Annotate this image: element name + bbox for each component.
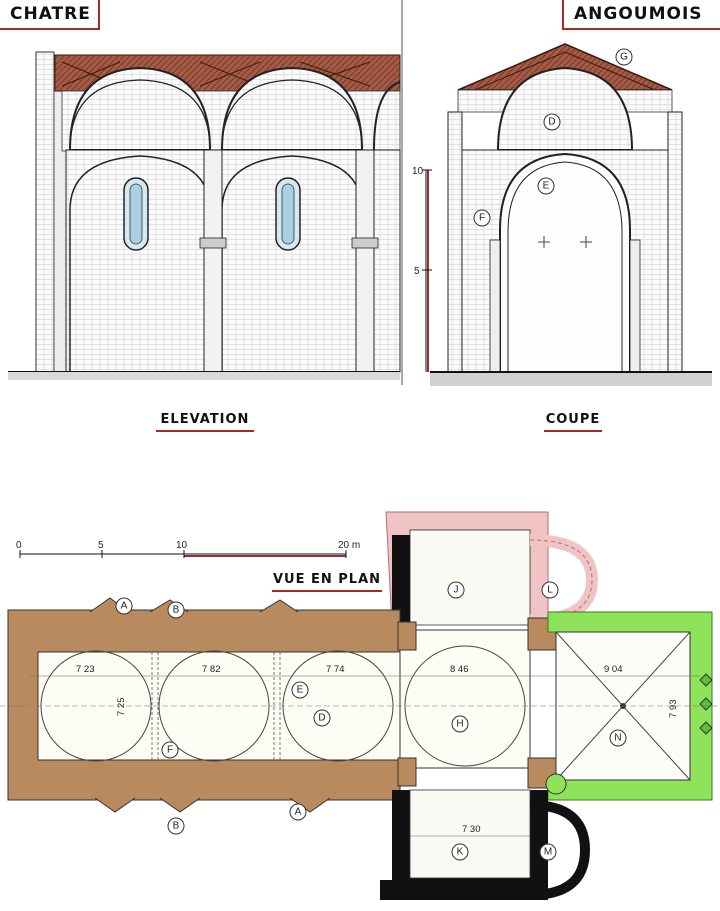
- svg-text:H: H: [456, 719, 463, 730]
- svg-text:D: D: [548, 117, 555, 128]
- svg-text:B: B: [173, 821, 180, 832]
- scale-10m-label: 10: [176, 540, 188, 551]
- label-A-top: A: [115, 597, 133, 615]
- dim-bay2: 7 82: [202, 664, 221, 675]
- svg-text:L: L: [547, 585, 553, 596]
- caption-elevation-text: ELEVATION: [160, 412, 250, 427]
- title-angoumois: ANGOUMOIS: [562, 0, 720, 30]
- dim-width-choir: 7 93: [668, 700, 679, 719]
- scale-0-label: 0: [16, 540, 22, 551]
- svg-text:J: J: [454, 585, 459, 596]
- elevation-drawing: [8, 51, 401, 380]
- dim-bay1: 7 23: [76, 664, 95, 675]
- label-B-bottom: B: [167, 817, 185, 835]
- plan-drawing: [0, 511, 720, 900]
- svg-text:A: A: [295, 807, 302, 818]
- title-angoumois-text: ANGOUMOIS: [574, 4, 703, 24]
- caption-elevation: ELEVATION: [156, 412, 254, 432]
- scale-10-label: 10: [412, 166, 424, 177]
- label-M: M: [539, 843, 557, 861]
- label-K: K: [451, 843, 469, 861]
- svg-text:K: K: [457, 847, 464, 858]
- dim-crossing: 8 46: [450, 664, 469, 675]
- label-A-bottom: A: [289, 803, 307, 821]
- scale-5-label: 5: [414, 266, 420, 277]
- svg-text:B: B: [173, 605, 180, 616]
- caption-plan: VUE EN PLAN: [272, 572, 382, 592]
- label-J: J: [447, 581, 465, 599]
- section-drawing: [430, 43, 712, 386]
- dim-apse: 9 04: [604, 664, 623, 675]
- caption-section: COUPE: [544, 412, 602, 432]
- dim-width-nave: 7 25: [116, 698, 127, 717]
- label-E-section: E: [537, 177, 555, 195]
- svg-text:E: E: [297, 685, 304, 696]
- label-F-plan: F: [161, 741, 179, 759]
- title-chatre: CHATRE: [0, 0, 100, 30]
- scale-20m-label: 20 m: [338, 540, 360, 551]
- caption-section-text: COUPE: [545, 412, 601, 427]
- svg-text:A: A: [121, 601, 128, 612]
- section-scale: 10 5: [412, 166, 432, 372]
- label-B-top: B: [167, 601, 185, 619]
- svg-text:F: F: [479, 213, 485, 224]
- label-D-section: D: [543, 113, 561, 131]
- label-L: L: [541, 581, 559, 599]
- caption-plan-text: VUE EN PLAN: [272, 572, 382, 587]
- svg-text:E: E: [543, 181, 550, 192]
- svg-text:D: D: [318, 713, 325, 724]
- label-E-plan: E: [291, 681, 309, 699]
- dim-bay3: 7 74: [326, 664, 345, 675]
- svg-text:N: N: [614, 733, 621, 744]
- label-F-section: F: [473, 209, 491, 227]
- label-N: N: [609, 729, 627, 747]
- dim-south-chapel: 7 30: [462, 824, 481, 835]
- svg-text:M: M: [544, 847, 552, 858]
- svg-text:G: G: [620, 52, 628, 63]
- scale-5m-label: 5: [98, 540, 104, 551]
- title-chatre-text: CHATRE: [10, 4, 91, 24]
- label-H: H: [451, 715, 469, 733]
- label-G: G: [615, 48, 633, 66]
- svg-text:F: F: [167, 745, 173, 756]
- plan-scale-bar: 0 5 10 20 m: [16, 540, 360, 558]
- label-D-plan: D: [313, 709, 331, 727]
